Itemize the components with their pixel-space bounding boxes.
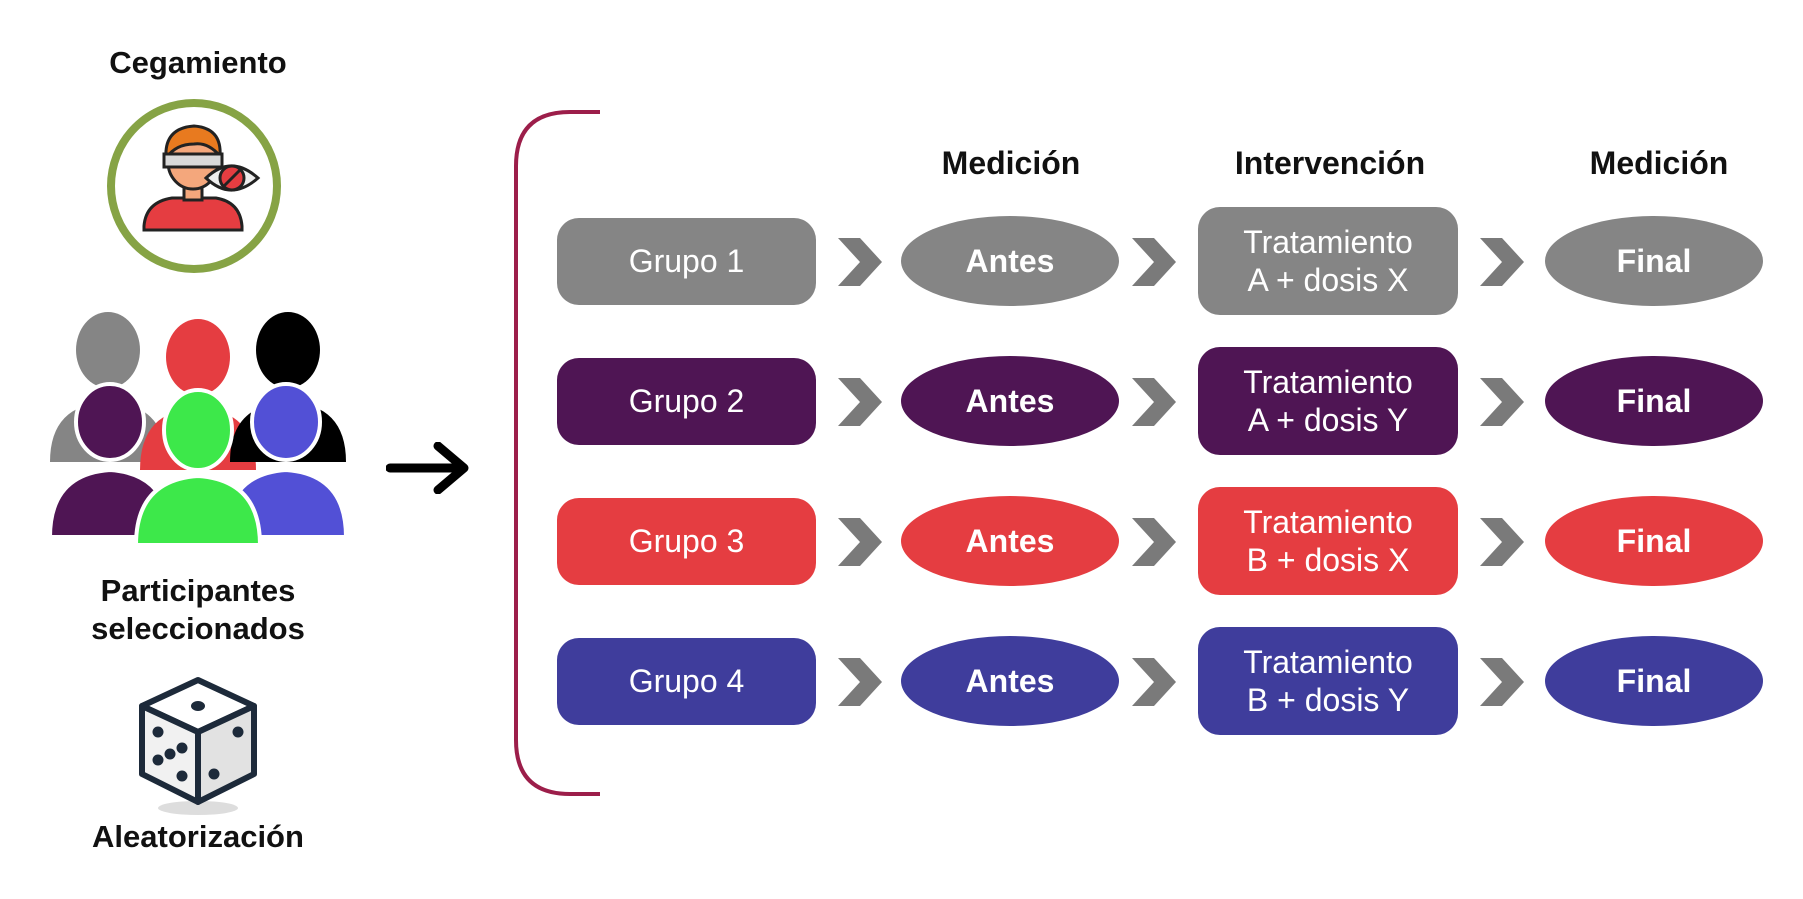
group-2-post-measure: Final xyxy=(1545,356,1763,446)
chevron-right-icon xyxy=(1132,658,1176,706)
group-3-post-measure: Final xyxy=(1545,496,1763,586)
group-2-box: Grupo 2 xyxy=(557,358,816,445)
group-4-treatment: Tratamiento B + dosis Y xyxy=(1198,627,1458,735)
group-1-box: Grupo 1 xyxy=(557,218,816,305)
group-4-post-measure: Final xyxy=(1545,636,1763,726)
group-3-box: Grupo 3 xyxy=(557,498,816,585)
group-1-treatment-line2: A + dosis X xyxy=(1247,262,1409,298)
group-4-treatment-line1: Tratamiento xyxy=(1243,644,1413,680)
randomization-label: Aleatorización xyxy=(92,819,304,854)
header-intervention: Intervención xyxy=(1234,145,1426,181)
group-4-box: Grupo 4 xyxy=(557,638,816,725)
chevron-right-icon xyxy=(1480,518,1524,566)
participants-group-icon xyxy=(47,312,349,547)
chevron-right-icon xyxy=(1132,238,1176,286)
participants-label-line2: seleccionados xyxy=(91,611,305,646)
group-bracket xyxy=(508,108,604,798)
dice-icon xyxy=(136,676,260,816)
header-pre-measurement: Medición xyxy=(941,145,1081,181)
chevron-right-icon xyxy=(838,658,882,706)
blinding-icon xyxy=(104,98,284,278)
chevron-right-icon xyxy=(838,378,882,426)
group-4-treatment-line2: B + dosis Y xyxy=(1246,682,1410,718)
group-1-pre-measure: Antes xyxy=(901,216,1119,306)
participants-label-line1: Participantes xyxy=(100,573,296,608)
chevron-right-icon xyxy=(1132,518,1176,566)
group-1-treatment: Tratamiento A + dosis X xyxy=(1198,207,1458,315)
header-post-measurement: Medición xyxy=(1589,145,1729,181)
group-2-pre-measure: Antes xyxy=(901,356,1119,446)
group-2-treatment-line1: Tratamiento xyxy=(1243,364,1413,400)
group-3-pre-measure: Antes xyxy=(901,496,1119,586)
group-2-treatment: Tratamiento A + dosis Y xyxy=(1198,347,1458,455)
group-2-treatment-line2: A + dosis Y xyxy=(1247,402,1409,438)
blinding-label: Cegamiento xyxy=(109,45,287,80)
chevron-right-icon xyxy=(1132,378,1176,426)
group-4-pre-measure: Antes xyxy=(901,636,1119,726)
group-1-treatment-line1: Tratamiento xyxy=(1243,224,1413,260)
group-3-treatment: Tratamiento B + dosis X xyxy=(1198,487,1458,595)
chevron-right-icon xyxy=(1480,658,1524,706)
group-3-treatment-line2: B + dosis X xyxy=(1246,542,1410,578)
group-1-post-measure: Final xyxy=(1545,216,1763,306)
right-arrow-icon xyxy=(385,441,472,495)
chevron-right-icon xyxy=(838,238,882,286)
group-3-treatment-line1: Tratamiento xyxy=(1243,504,1413,540)
chevron-right-icon xyxy=(838,518,882,566)
chevron-right-icon xyxy=(1480,238,1524,286)
chevron-right-icon xyxy=(1480,378,1524,426)
